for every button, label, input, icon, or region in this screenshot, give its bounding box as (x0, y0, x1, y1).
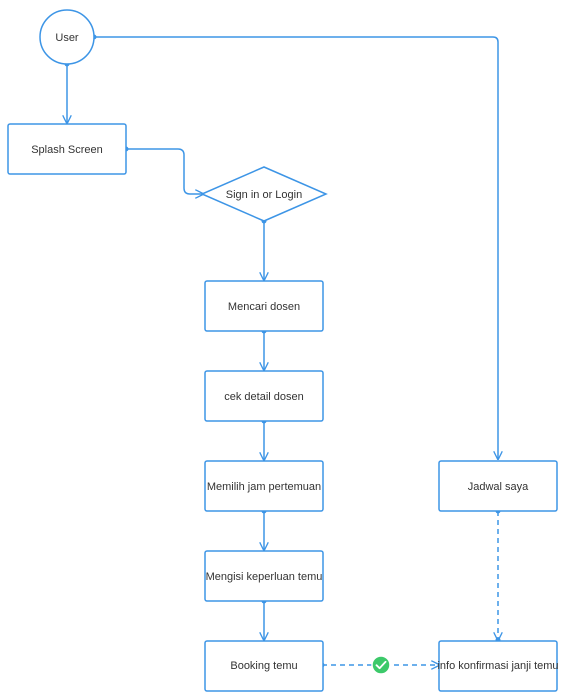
node-info-konfirmasi[interactable]: info konfirmasi janji temu (437, 640, 559, 692)
node-cek-detail-dosen-label: cek detail dosen (224, 391, 304, 403)
node-splash-screen[interactable]: Splash Screen (7, 123, 127, 175)
edge-splash-signin (126, 148, 203, 194)
node-memilih-jam-label: Memilih jam pertemuan (207, 481, 321, 493)
edge-user-jadwal (94, 36, 498, 459)
node-mencari-dosen[interactable]: Mencari dosen (204, 280, 324, 332)
connectors (67, 36, 498, 665)
node-jadwal-saya[interactable]: Jadwal saya (438, 460, 558, 512)
node-user[interactable]: User (39, 9, 95, 65)
node-mengisi-keperluan[interactable]: Mengisi keperluan temu (204, 550, 324, 602)
node-jadwal-saya-label: Jadwal saya (468, 481, 529, 493)
node-user-label: User (55, 32, 79, 44)
node-mencari-dosen-label: Mencari dosen (228, 301, 300, 313)
node-sign-in-label: Sign in or Login (226, 189, 302, 201)
node-booking-temu-label: Booking temu (230, 660, 297, 672)
node-info-konfirmasi-label: info konfirmasi janji temu (437, 660, 558, 672)
node-sign-in-decision[interactable]: Sign in or Login (200, 166, 328, 222)
node-mengisi-keperluan-label: Mengisi keperluan temu (206, 571, 323, 583)
node-cek-detail-dosen[interactable]: cek detail dosen (204, 370, 324, 422)
check-circle-icon[interactable] (371, 655, 391, 675)
node-booking-temu[interactable]: Booking temu (204, 640, 324, 692)
node-memilih-jam[interactable]: Memilih jam pertemuan (204, 460, 324, 512)
node-splash-screen-label: Splash Screen (31, 144, 103, 156)
